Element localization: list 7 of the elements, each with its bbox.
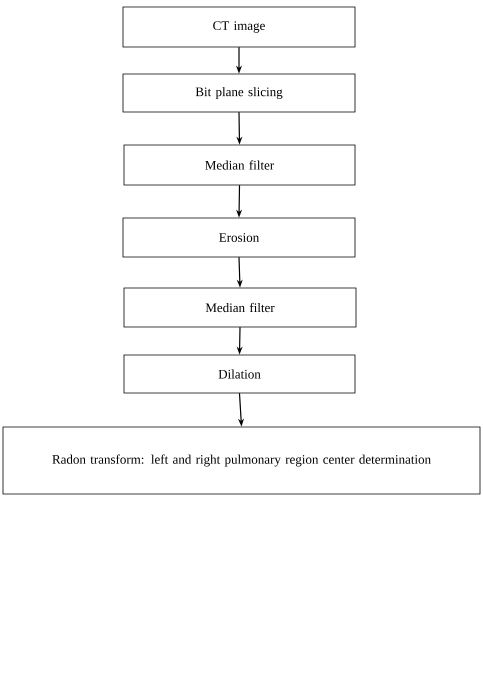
process-box: CT image [122,6,356,48]
process-box: Radon transform: left and right pulmonary region center determination [2,426,480,494]
process-box: Median filter [124,288,356,328]
process-box: Bit plane slicing [122,74,356,112]
process-box: Dilation [124,354,356,394]
process-box: Erosion [122,218,356,258]
process-box: Median filter [124,144,356,186]
